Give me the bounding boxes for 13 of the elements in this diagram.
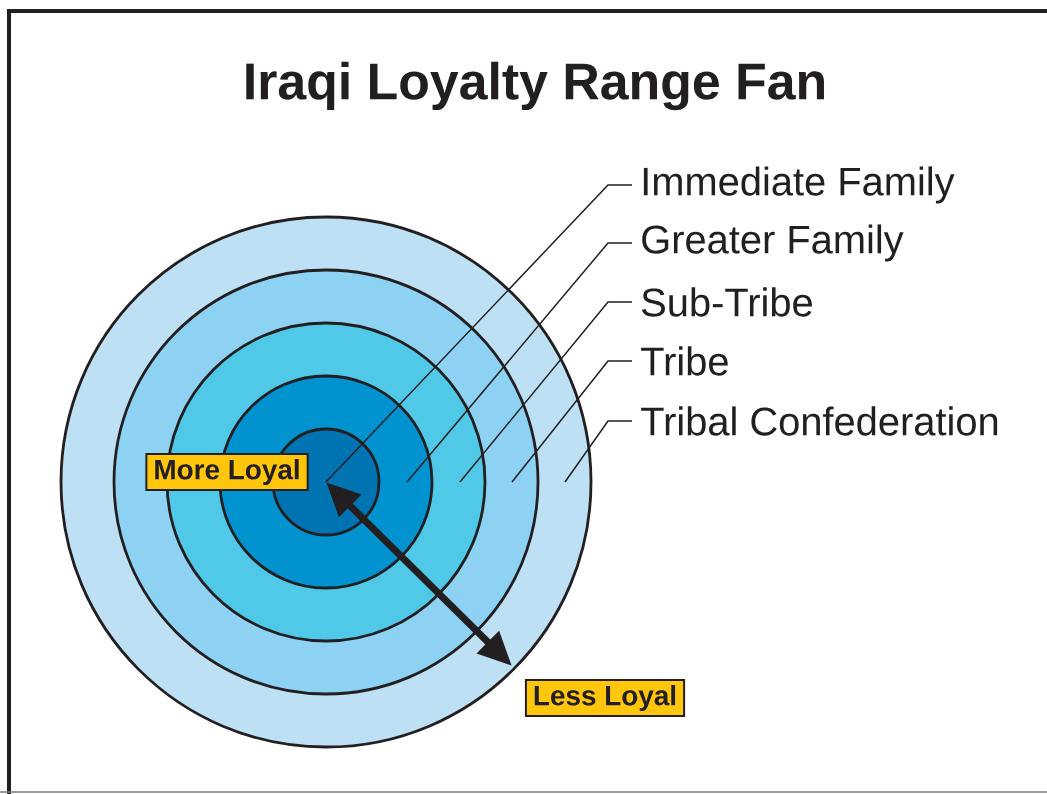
leader-line: [564, 420, 633, 483]
ring-label: Sub-Tribe: [642, 287, 812, 317]
leader-line: [459, 301, 633, 483]
leader-line: [406, 242, 633, 483]
loyalty-box: Less Loyal: [524, 679, 686, 717]
title: Iraqi Loyalty Range Fan: [246, 61, 824, 111]
ring-label: Tribal Confederation: [641, 406, 998, 436]
leader-line: [511, 360, 633, 483]
ring-label: Tribe: [641, 346, 728, 376]
loyalty-box: More Loyal: [145, 453, 309, 491]
ring-label: Immediate Family: [643, 166, 955, 204]
ring-label: Greater Family: [642, 224, 904, 262]
leader-line: [325, 184, 633, 483]
